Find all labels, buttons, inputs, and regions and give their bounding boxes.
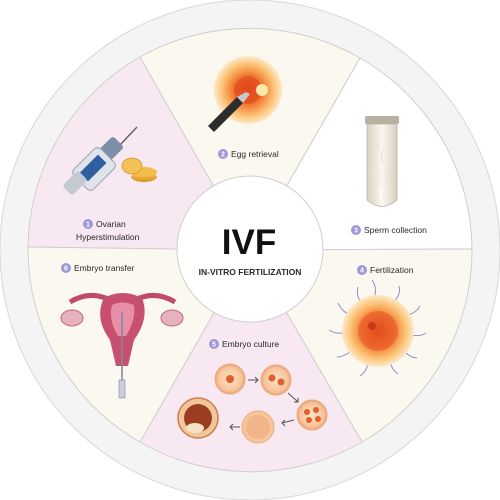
step-1-number: 1 (86, 222, 90, 229)
embryo-stages-illustration (177, 363, 328, 444)
center-circle (176, 175, 324, 323)
egg-retrieval-illustration (208, 56, 282, 132)
step-2-label: Egg retrieval (231, 149, 279, 159)
step-6-label: Embryo transfer (74, 263, 135, 273)
step-4-number: 4 (360, 268, 364, 275)
step-4-badge (357, 265, 367, 275)
step-6-number: 6 (64, 266, 68, 273)
step-3-label: Sperm collection (364, 225, 427, 235)
step-2-badge (218, 149, 228, 159)
uterus-illustration (60, 293, 184, 399)
page-title: IVF (222, 223, 276, 262)
pills-illustration (121, 157, 157, 182)
fertilization-illustration (328, 279, 427, 377)
step-2-number: 2 (221, 152, 225, 159)
sector-egg-retrieval (139, 27, 361, 252)
step-5-label: Embryo culture (222, 339, 279, 349)
syringe-illustration (63, 126, 138, 195)
step-4-label: Fertilization (370, 265, 414, 275)
step-5-badge (209, 339, 219, 349)
step-3-number: 3 (354, 228, 358, 235)
page-subtitle: IN-VITRO FERTILIZATION (199, 267, 302, 277)
step-5-number: 5 (212, 342, 216, 349)
sperm-tube-illustration (365, 116, 399, 207)
step-3-badge (351, 225, 361, 235)
step-6-badge (61, 263, 71, 273)
step-1-label-line1: Ovarian (96, 219, 126, 229)
step-1-label-line2: Hyperstimulation (76, 232, 140, 242)
step-1-badge (83, 219, 93, 229)
